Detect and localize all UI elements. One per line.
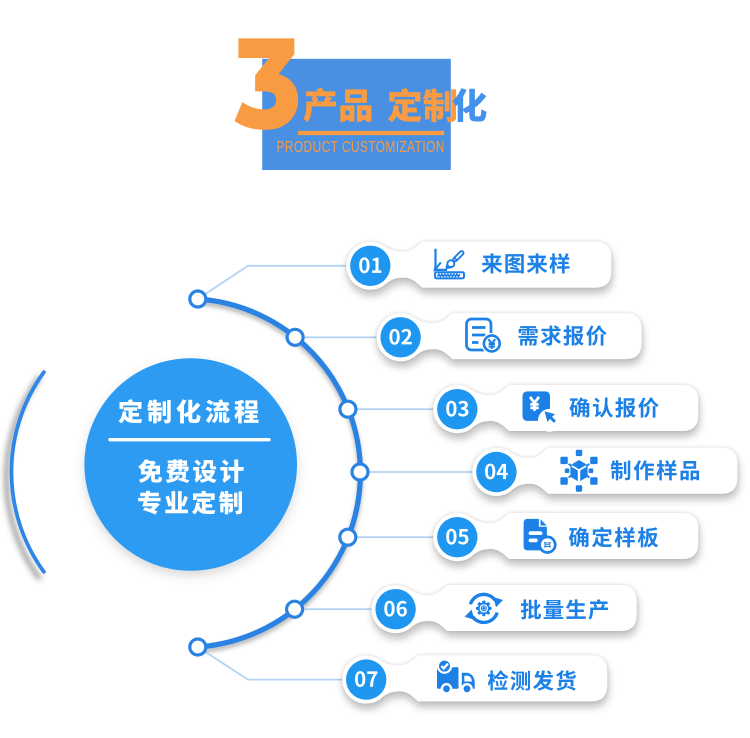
svg-text:PRODUCT CUSTOMIZATION: PRODUCT CUSTOMIZATION: [277, 139, 445, 156]
